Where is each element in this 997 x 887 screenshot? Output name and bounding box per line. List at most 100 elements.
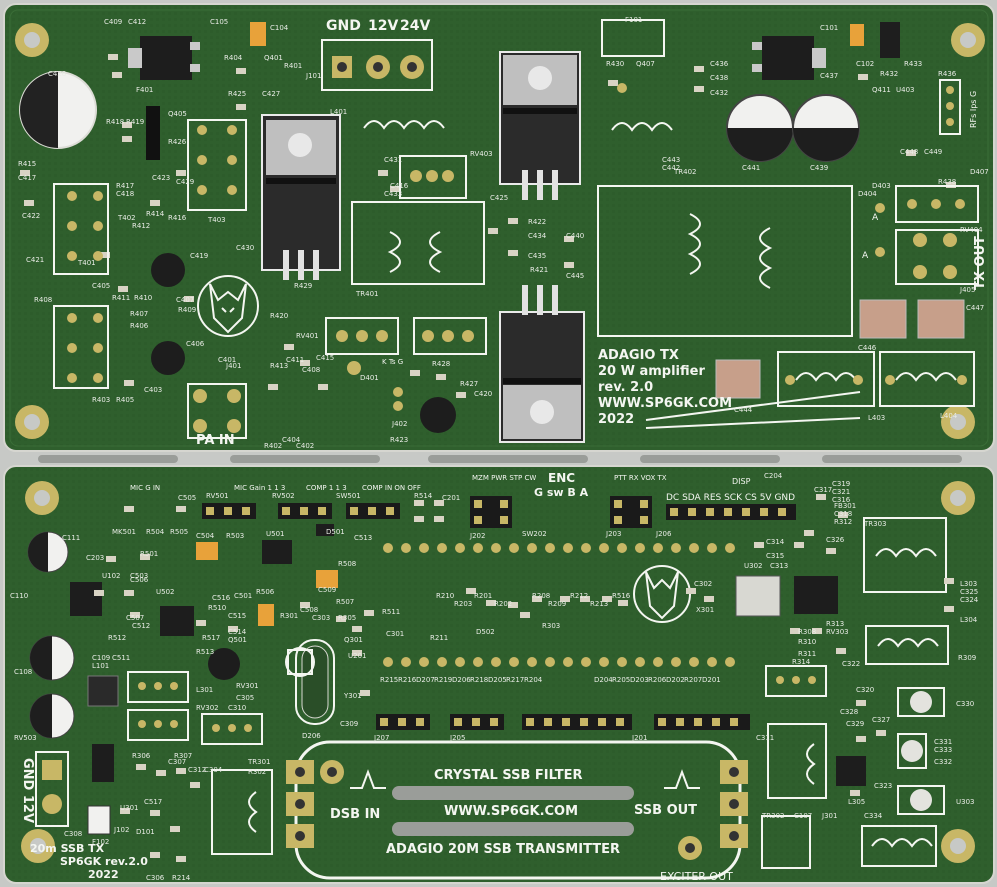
svg-text:C402: C402 xyxy=(296,442,314,450)
svg-text:C407: C407 xyxy=(176,296,194,304)
svg-text:C507: C507 xyxy=(126,614,144,622)
smd-parts-bottom xyxy=(94,494,954,862)
svg-text:C425: C425 xyxy=(490,194,508,202)
svg-text:J201: J201 xyxy=(631,734,647,742)
svg-text:FB301: FB301 xyxy=(834,502,856,510)
svg-text:C512: C512 xyxy=(132,622,150,630)
tantalum-c509 xyxy=(316,570,338,588)
svg-text:C303: C303 xyxy=(312,614,330,622)
svg-text:T402: T402 xyxy=(117,214,136,222)
svg-text:C406: C406 xyxy=(186,340,205,348)
svg-text:C516: C516 xyxy=(212,594,231,602)
svg-text:R510: R510 xyxy=(208,604,226,612)
svg-text:C430: C430 xyxy=(236,244,254,252)
svg-text:C324: C324 xyxy=(960,596,979,604)
svg-text:R416: R416 xyxy=(168,214,187,222)
svg-text:D101: D101 xyxy=(136,828,155,836)
ic-u501 xyxy=(262,540,292,564)
bottom-board-transmitter: MIC G IN MIC Gain 1 1 3 COMP 1 1 3 COMP … xyxy=(3,465,995,884)
diode-mark: A xyxy=(862,251,869,261)
svg-text:R216: R216 xyxy=(398,676,417,684)
svg-text:R305: R305 xyxy=(338,614,356,622)
svg-text:C401: C401 xyxy=(218,356,236,364)
svg-text:C301: C301 xyxy=(386,630,404,638)
svg-text:R407: R407 xyxy=(130,310,148,318)
svg-text:R508: R508 xyxy=(338,560,356,568)
svg-text:Q411: Q411 xyxy=(872,86,891,94)
svg-text:C308: C308 xyxy=(64,830,82,838)
svg-text:RV303: RV303 xyxy=(826,628,849,636)
svg-text:R202: R202 xyxy=(494,600,512,608)
svg-text:D201: D201 xyxy=(702,676,721,684)
header-label-disp: DISP xyxy=(732,477,751,486)
svg-text:C201: C201 xyxy=(442,494,460,502)
svg-text:C310: C310 xyxy=(228,704,246,712)
svg-text:C331: C331 xyxy=(934,738,952,746)
svg-text:R406: R406 xyxy=(130,322,149,330)
switch-c331 xyxy=(897,733,927,769)
capacitor-c444 xyxy=(715,359,761,399)
svg-text:C332: C332 xyxy=(934,758,952,766)
transistor-q406 xyxy=(261,114,341,280)
header-label-24v: 24V xyxy=(400,18,430,34)
svg-text:C443: C443 xyxy=(662,156,680,164)
svg-text:RV503: RV503 xyxy=(14,734,37,742)
svg-text:R302: R302 xyxy=(248,768,266,776)
tx-out-label: TX OUT xyxy=(973,236,988,290)
svg-text:C504: C504 xyxy=(196,532,215,540)
svg-text:C419: C419 xyxy=(190,252,208,260)
svg-text:D401: D401 xyxy=(360,374,379,382)
svg-text:R412: R412 xyxy=(132,222,150,230)
header-label-ptt: PTT RX VOX TX xyxy=(614,474,667,482)
tantalum-c504 xyxy=(196,542,218,560)
svg-text:L304: L304 xyxy=(960,616,978,624)
inductor-l101 xyxy=(87,675,119,707)
svg-text:C421: C421 xyxy=(26,256,44,264)
diode-d501 xyxy=(316,524,334,536)
svg-text:TR301: TR301 xyxy=(247,758,271,766)
terminal-j102 xyxy=(35,751,69,827)
svg-text:C449: C449 xyxy=(924,148,942,156)
svg-text:C321: C321 xyxy=(832,488,850,496)
svg-text:R308: R308 xyxy=(798,628,816,636)
svg-text:Q301: Q301 xyxy=(344,636,363,644)
svg-text:C429: C429 xyxy=(176,178,194,186)
mounting-hole xyxy=(941,405,975,439)
svg-text:R513: R513 xyxy=(196,648,214,656)
capacitor-c106 xyxy=(29,693,75,739)
svg-text:U303: U303 xyxy=(956,798,974,806)
svg-text:T401: T401 xyxy=(77,259,96,267)
capacitor-c447 xyxy=(917,299,965,339)
pad-rows-top xyxy=(67,83,967,433)
svg-text:RV501: RV501 xyxy=(206,492,229,500)
svg-text:Q501: Q501 xyxy=(228,636,247,644)
svg-text:C316: C316 xyxy=(832,496,851,504)
svg-text:R306: R306 xyxy=(132,752,151,760)
svg-text:D206: D206 xyxy=(302,732,321,740)
capacitor-r432 xyxy=(880,22,900,58)
svg-text:R414: R414 xyxy=(146,210,165,218)
capacitor-d405 xyxy=(859,299,907,339)
diode-mark: A xyxy=(872,213,879,223)
svg-text:C442: C442 xyxy=(662,164,680,172)
svg-text:R425: R425 xyxy=(228,90,246,98)
svg-text:C311: C311 xyxy=(756,734,774,742)
smd-parts-top xyxy=(20,54,956,398)
svg-text:C309: C309 xyxy=(340,720,358,728)
svg-text:C313: C313 xyxy=(770,562,788,570)
svg-text:SW202: SW202 xyxy=(522,530,547,538)
svg-text:R436: R436 xyxy=(938,70,957,78)
svg-text:L101: L101 xyxy=(92,662,109,670)
svg-text:R303: R303 xyxy=(542,622,560,630)
pa-in-label: PA IN xyxy=(196,433,235,448)
svg-text:R309: R309 xyxy=(958,654,976,662)
svg-text:C105: C105 xyxy=(210,18,228,26)
header-label-enc: ENC xyxy=(548,471,575,485)
switch-c329 xyxy=(897,687,945,717)
svg-text:R207: R207 xyxy=(684,676,702,684)
ref-designators-bottom: MK501 R504 R505 C505 RV501 RV502 SW501 R… xyxy=(10,472,979,882)
svg-text:R429: R429 xyxy=(294,282,312,290)
svg-text:C328: C328 xyxy=(840,708,858,716)
board-title-line5: 2022 xyxy=(598,412,634,427)
